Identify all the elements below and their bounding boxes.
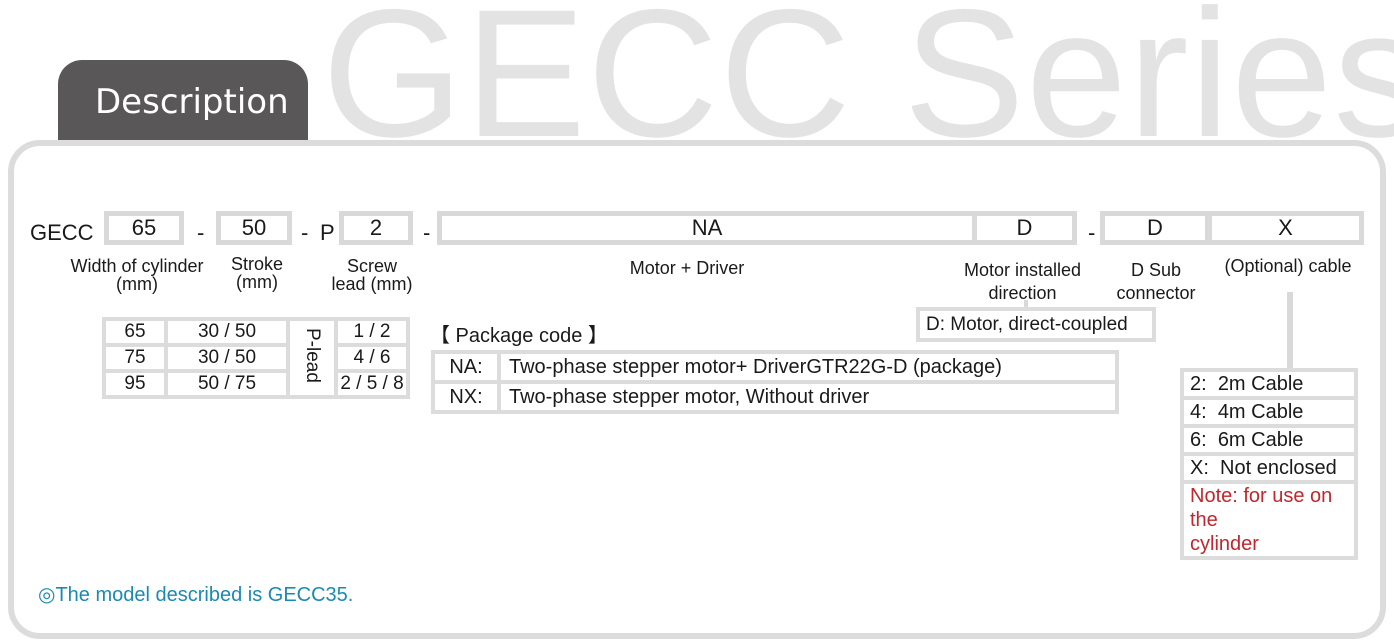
code-dash-4: - (1088, 220, 1096, 245)
package-title: 【 Package code 】 (430, 325, 608, 347)
code-lead-box: 2 (339, 211, 413, 245)
table-row: 6: 6m Cable (1180, 424, 1358, 456)
table-row: NX: Two-phase stepper motor, Without dri… (431, 380, 1119, 414)
cable-connector (1287, 292, 1293, 368)
cable-label: (Optional) cable (1224, 256, 1352, 276)
cable-table: 2: 2m Cable 4: 4m Cable 6: 6m Cable X: N… (1180, 368, 1358, 560)
model-footnote: ◎The model described is GECC35. (38, 584, 354, 606)
code-dsub-box: D (1100, 211, 1210, 245)
code-dash-1: - (197, 220, 205, 245)
table-row: 2: 2m Cable (1180, 368, 1358, 400)
table-row: 75 30 / 50 4 / 6 (102, 343, 410, 373)
code-p: P (320, 220, 335, 245)
code-stroke-box: 50 (216, 211, 292, 245)
code-cable-box: X (1207, 211, 1364, 245)
motor-label: Motor + Driver (629, 258, 745, 278)
code-motor-box: NA (437, 211, 977, 245)
stroke-label: Stroke(mm) (230, 254, 284, 292)
table-row: NA: Two-phase stepper motor+ DriverGTR22… (431, 350, 1119, 384)
table-row: X: Not enclosed (1180, 452, 1358, 484)
package-table: NA: Two-phase stepper motor+ DriverGTR22… (431, 350, 1119, 414)
code-width-box: 65 (104, 211, 184, 245)
code-dash-3: - (423, 220, 431, 245)
table-row: 4: 4m Cable (1180, 396, 1358, 428)
code-prefix: GECC (30, 220, 94, 245)
description-tab (58, 60, 308, 142)
p-lead-label: P-lead (286, 317, 338, 399)
size-table: 65 30 / 50 P-lead 1 / 2 75 30 / 50 4 / 6… (102, 317, 410, 399)
direction-option: D: Motor, direct-coupled (916, 307, 1156, 342)
width-label: Width of cylinder(mm) (70, 256, 204, 294)
code-direction-box: D (972, 211, 1077, 245)
series-watermark-title: GECC Series (322, 0, 1394, 175)
code-dash-2: - (301, 220, 309, 245)
table-row: 95 50 / 75 2 / 5 / 8 (102, 369, 410, 399)
direction-connector (1024, 300, 1028, 310)
description-tab-label: Description (95, 82, 289, 122)
table-row: 65 30 / 50 P-lead 1 / 2 (102, 317, 410, 399)
